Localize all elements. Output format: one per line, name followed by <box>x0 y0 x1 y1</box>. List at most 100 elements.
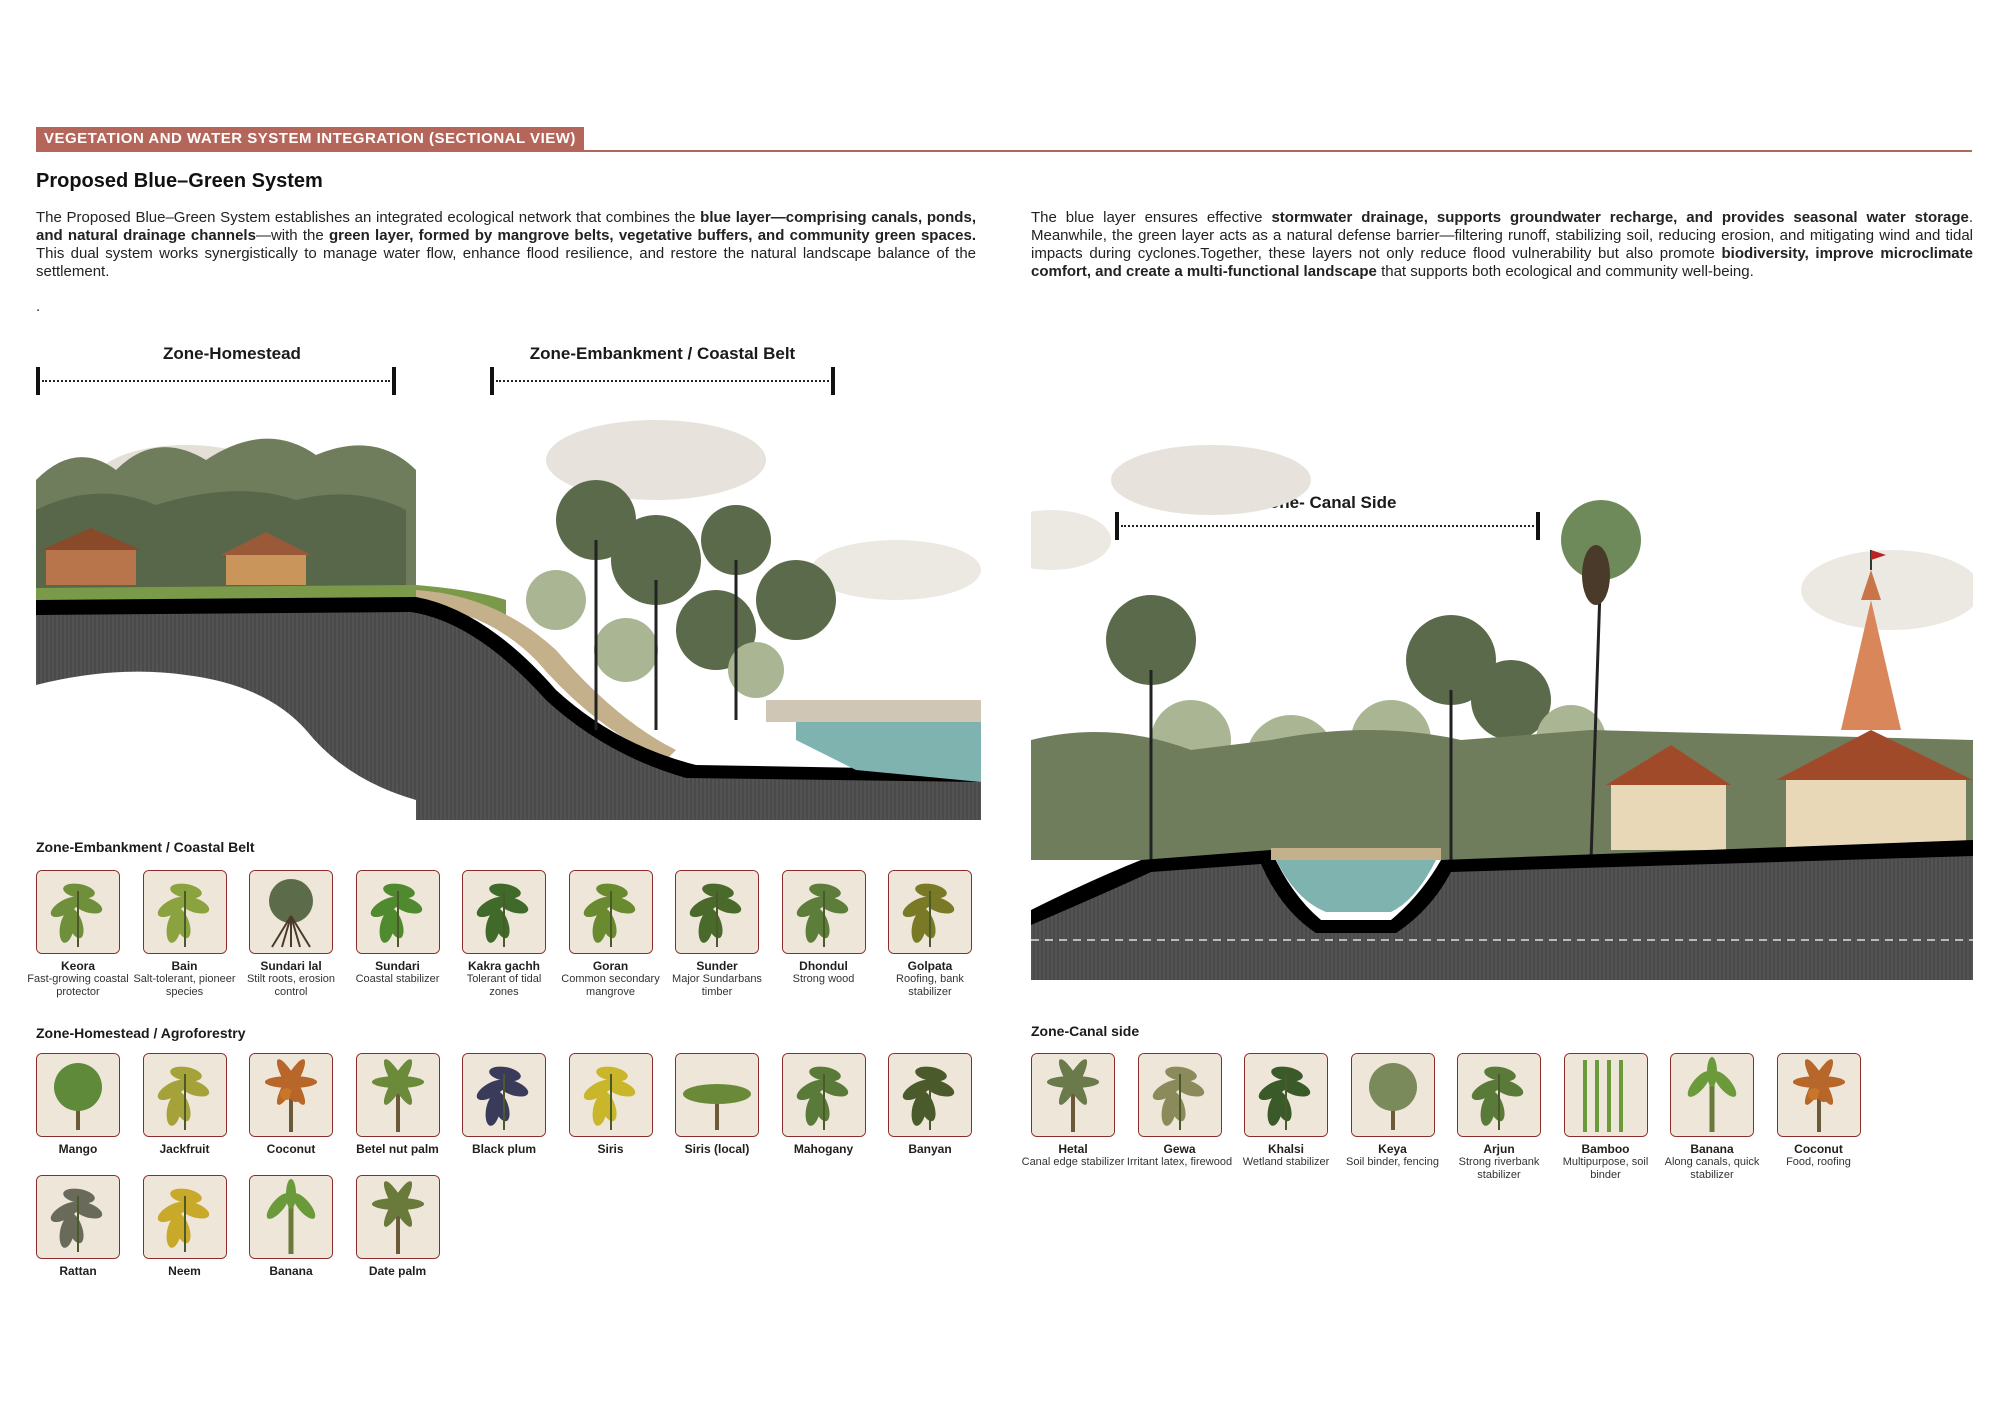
palm-frond-icon <box>888 870 972 954</box>
plant-name: Gewa <box>1163 1142 1196 1156</box>
plant-description: Food, roofing <box>1786 1156 1851 1168</box>
plant-description: Soil binder, fencing <box>1346 1156 1439 1168</box>
section-banner: VEGETATION AND WATER SYSTEM INTEGRATION … <box>36 127 584 151</box>
plant-name: Betel nut palm <box>356 1142 439 1156</box>
leaf-stalk-icon <box>781 1053 866 1137</box>
plant-description: Major Sundarbans timber <box>672 973 762 998</box>
plant-description: Tolerant of tidal zones <box>466 973 542 998</box>
plant-name: Mango <box>58 1142 98 1156</box>
p2-a: The blue layer ensures effective <box>1031 209 1272 226</box>
plant-name: Khalsi <box>1267 1142 1304 1156</box>
weeping-tree-icon <box>1350 1053 1435 1137</box>
leaf-rosette-icon <box>462 870 546 954</box>
p2-c: . Meanwhile, the green layer acts as a n… <box>1031 209 1974 262</box>
section-drawing-left <box>36 420 981 820</box>
plant-description: Roofing, bank stabilizer <box>896 973 964 998</box>
heading-embankment-plants: Zone-Embankment / Coastal Belt <box>36 839 255 855</box>
plant-description: Irritant latex, firewood <box>1126 1156 1233 1168</box>
plant-name: Date palm <box>368 1264 427 1278</box>
plant-name: Hetal <box>1058 1142 1088 1156</box>
plant-card-siris: Siris <box>558 1053 664 1156</box>
plant-name: Rattan <box>59 1264 97 1278</box>
hanging-flower-icon <box>142 1175 227 1259</box>
plant-description: Common secondary mangrove <box>561 973 660 998</box>
banner-rule <box>36 150 1972 152</box>
round-fruit-icon <box>781 870 866 954</box>
shrub-icon <box>1137 1053 1222 1137</box>
section-illustration-canal <box>1031 440 1973 980</box>
plant-name: Neem <box>168 1264 201 1278</box>
p2-e: that supports both ecological and commun… <box>1376 263 1754 280</box>
p1-e: This dual system works synergistically t… <box>36 245 976 280</box>
plant-name: Black plum <box>471 1142 537 1156</box>
section-illustration-homestead-embankment <box>36 400 981 820</box>
plant-name: Bamboo <box>1581 1142 1630 1156</box>
banana-plant-icon <box>249 1175 333 1259</box>
plant-name: Keora <box>60 959 95 973</box>
p1-d: green layer, formed by mangrove belts, v… <box>328 227 976 244</box>
leaf-bud-icon <box>675 870 759 954</box>
plant-name: Siris (local) <box>684 1142 750 1156</box>
plant-description: Strong riverbank stabilizer <box>1458 1156 1540 1181</box>
bracket-embankment <box>490 367 835 395</box>
plant-name: Siris <box>597 1142 624 1156</box>
flower-branch-icon <box>568 1053 653 1137</box>
broad-leaf-icon <box>355 870 440 954</box>
heading-canal-plants: Zone-Canal side <box>1031 1023 1140 1039</box>
plant-name: Dhondul <box>799 959 848 973</box>
plant-name: Bain <box>171 959 198 973</box>
umbrella-tree-icon <box>675 1053 759 1137</box>
fruit-cluster-icon <box>142 870 227 954</box>
intro-dot: . <box>36 298 41 315</box>
flower-branch-icon <box>1457 1053 1541 1137</box>
plant-card-siris-local-: Siris (local) <box>664 1053 770 1156</box>
plant-card-banana: Banana <box>238 1175 344 1278</box>
plant-name: Coconut <box>266 1142 316 1156</box>
plant-description: Multipurpose, soil binder <box>1562 1156 1649 1181</box>
plant-card-mango: Mango <box>25 1053 131 1156</box>
plant-name: Banana <box>1690 1142 1734 1156</box>
bracket-canal <box>1115 512 1540 540</box>
plant-name: Mahogany <box>793 1142 854 1156</box>
coconut-icon <box>1776 1053 1861 1137</box>
berry-branch-icon <box>1244 1053 1328 1137</box>
plant-card-betel-nut-palm: Betel nut palm <box>345 1053 451 1156</box>
bamboo-icon <box>1563 1053 1648 1137</box>
plant-description: Fast-growing coastal protector <box>27 973 129 998</box>
p1-b: blue layer—comprising canals, ponds, and… <box>36 209 976 244</box>
plant-card-black-plum: Black plum <box>451 1053 557 1156</box>
plant-name: Banana <box>269 1264 313 1278</box>
palm-cluster-icon <box>1031 1053 1115 1137</box>
plant-name: Keya <box>1378 1142 1407 1156</box>
plant-name: Sundari <box>375 959 420 973</box>
plant-card-neem: Neem <box>132 1175 238 1278</box>
jackfruit-icon <box>142 1053 227 1137</box>
p1-c: —with the <box>255 227 329 244</box>
p1-a: The Proposed Blue–Green System establish… <box>36 209 701 226</box>
banana-plant-icon <box>1670 1053 1754 1137</box>
palm-tree-icon <box>355 1053 440 1137</box>
plant-description: Salt-tolerant, pioneer species <box>133 973 236 998</box>
mangrove-root-icon <box>249 870 333 954</box>
plant-description: Wetland stabilizer <box>1242 1156 1330 1168</box>
section-drawing-right <box>1031 445 1973 980</box>
leaf-spray-icon <box>568 870 653 954</box>
p2-d: biodiversity, improve microclimate comfo… <box>1031 245 1973 280</box>
plant-name: Sundari lal <box>260 959 322 973</box>
coconut-icon <box>249 1053 333 1137</box>
plant-name: Sunder <box>696 959 738 973</box>
plant-card-banyan: Banyan <box>877 1053 983 1156</box>
